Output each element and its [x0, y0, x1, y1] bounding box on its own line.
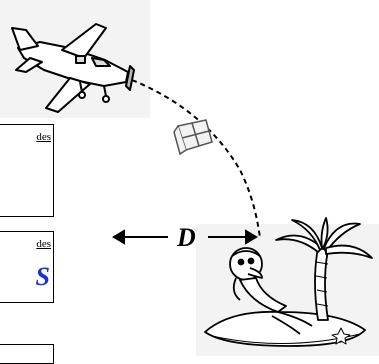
info-box-middle: des S — [0, 231, 54, 303]
info-box-middle-text: des — [36, 238, 51, 250]
airplane-icon — [11, 23, 135, 113]
info-box-top: des — [0, 124, 54, 217]
right-arrow-icon — [208, 229, 258, 245]
supply-package-icon — [173, 119, 213, 156]
drop-trajectory — [131, 79, 261, 239]
island-castaway-icon — [204, 217, 373, 347]
scene-drawing — [11, 23, 373, 347]
left-arrow-icon — [112, 229, 168, 245]
distance-label: D — [177, 223, 196, 252]
info-box-top-text: des — [36, 131, 51, 143]
info-box-middle-letter: S — [35, 262, 50, 291]
